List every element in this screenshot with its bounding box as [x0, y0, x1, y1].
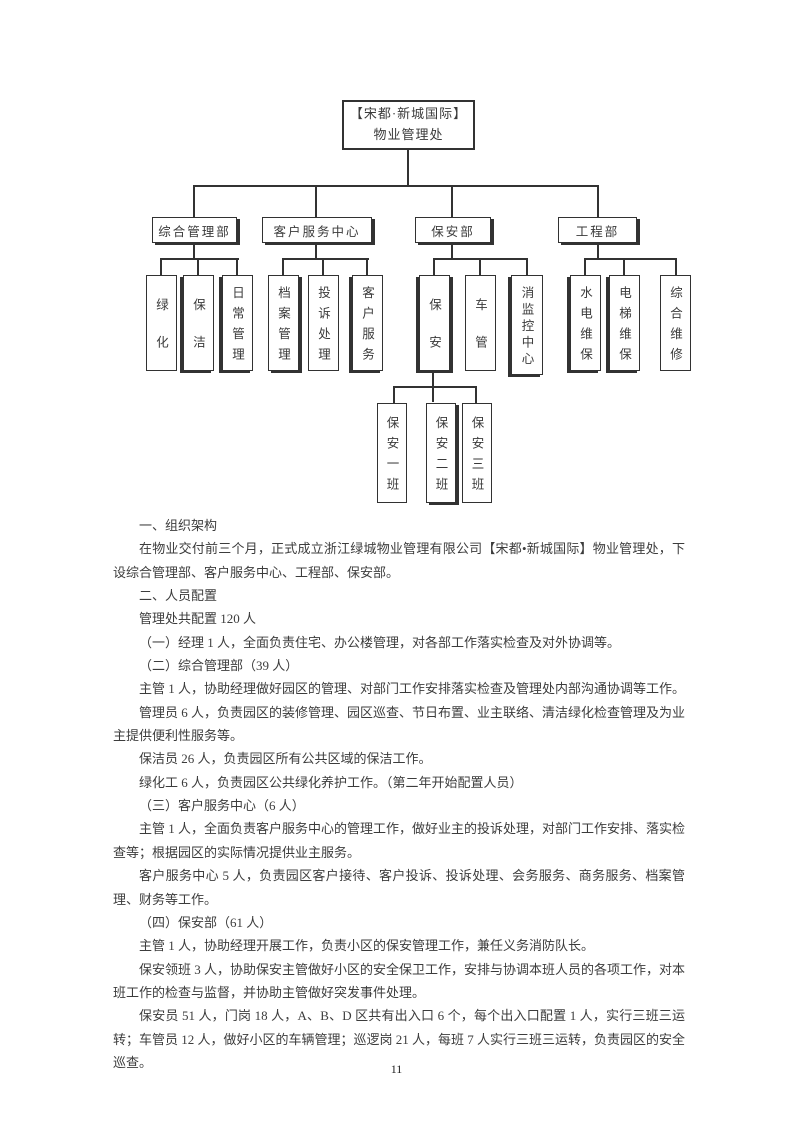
connector-line — [475, 386, 477, 403]
connector-line — [433, 258, 435, 275]
unit-label: 档案管理 — [276, 286, 290, 368]
unit-box-security-squad-3: 保安三班 — [462, 403, 492, 503]
connector-line — [322, 258, 324, 275]
org-root-line2: 物业管理处 — [373, 127, 444, 142]
heading-organization-structure: 一、组织架构 — [139, 518, 218, 533]
connector-line — [315, 243, 317, 258]
connector-line — [584, 258, 586, 275]
connector-line — [282, 258, 369, 260]
unit-box-vehicle-management: 车管 — [465, 275, 496, 373]
unit-label: 消监控中心 — [519, 285, 534, 369]
unit-label: 投诉处理 — [316, 286, 330, 368]
paragraph: 主管 1 人，协助经理做好园区的管理、对部门工作安排落实检查及管理处内部沟通协调… — [139, 681, 686, 697]
connector-line — [282, 258, 284, 275]
connector-line — [197, 258, 199, 275]
unit-label: 保安 — [427, 298, 441, 373]
paragraph: 保安领班 3 人，协助保安主管做好小区的安全保卫工作，安排与协调本班人员的各项工… — [113, 961, 686, 1000]
connector-line — [584, 258, 677, 260]
connector-line — [193, 243, 195, 258]
unit-box-fire-monitoring-center: 消监控中心 — [511, 275, 543, 375]
dept-box-engineering: 工程部 — [558, 217, 637, 243]
connector-line — [193, 185, 599, 187]
paragraph: 管理员 6 人，负责园区的装修管理、园区巡查、节日布置、业主联络、清洁绿化检查管… — [113, 704, 686, 744]
connector-line — [597, 243, 599, 258]
connector-line — [366, 258, 368, 275]
paragraph: （三）客户服务中心（6 人） — [139, 798, 305, 814]
connector-line — [160, 258, 162, 275]
unit-label: 保安一班 — [384, 416, 399, 498]
unit-label: 客户服务 — [360, 286, 374, 368]
connector-line — [623, 258, 625, 275]
unit-label: 保安三班 — [469, 416, 484, 498]
paragraph: 客户服务中心 5 人，负责园区客户接待、客户投诉、投诉处理、会务服务、商务服务、… — [113, 868, 685, 907]
unit-label: 水电维保 — [578, 286, 592, 368]
unit-box-complaint-handling: 投诉处理 — [308, 275, 339, 371]
connector-line — [479, 258, 481, 275]
unit-box-security-guard: 保安 — [419, 275, 450, 373]
unit-box-cleaning: 保洁 — [183, 275, 214, 373]
unit-label: 电梯维保 — [617, 286, 631, 368]
unit-box-water-electricity-maintenance: 水电维保 — [570, 275, 601, 371]
unit-label: 保洁 — [191, 298, 205, 373]
org-chart: 【宋都·新城国际】 物业管理处 综合管理部 客户服务中心 保安部 工程部 — [0, 0, 793, 515]
dept-label: 客户服务中心 — [273, 224, 361, 239]
paragraph: （二）综合管理部（39 人） — [139, 658, 299, 674]
unit-box-archives-management: 档案管理 — [268, 275, 299, 371]
unit-label: 车管 — [473, 298, 487, 373]
unit-box-customer-service-unit: 客户服务 — [352, 275, 383, 371]
unit-box-security-squad-2: 保安二班 — [426, 403, 456, 503]
connector-line — [451, 243, 453, 258]
connector-line — [315, 185, 317, 217]
paragraph: 管理处共配置 120 人 — [139, 611, 257, 627]
connector-line — [193, 185, 195, 217]
paragraph: （一）经理 1 人，全面负责住宅、办公楼管理，对各部工作落实检查及对外协调等。 — [139, 634, 621, 650]
dept-label: 保安部 — [431, 224, 475, 239]
paragraph: （四）保安部（61 人） — [139, 914, 273, 930]
dept-label: 综合管理部 — [158, 224, 231, 239]
connector-line — [160, 258, 239, 260]
unit-box-security-squad-1: 保安一班 — [377, 403, 407, 503]
unit-box-daily-management: 日常管理 — [222, 275, 253, 371]
heading-staffing: 二、人员配置 — [139, 588, 218, 604]
unit-label: 保安二班 — [433, 416, 448, 498]
connector-line — [236, 258, 238, 275]
paragraph: 保洁员 26 人，负责园区所有公共区域的保洁工作。 — [139, 751, 432, 767]
unit-box-elevator-maintenance: 电梯维保 — [609, 275, 640, 371]
connector-line — [597, 185, 599, 217]
paragraph: 保安员 51 人，门岗 18 人，A、B、D 区共有出入口 6 个，每个出入口配… — [113, 1008, 686, 1070]
paragraph: 绿化工 6 人，负责园区公共绿化养护工作。（第二年开始配置人员） — [139, 774, 523, 790]
unit-box-general-repair: 综合维修 — [660, 275, 691, 371]
org-root-line1: 【宋都·新城国际】 — [349, 106, 468, 122]
paragraph: 在物业交付前三个月，正式成立浙江绿城物业管理有限公司【宋都•新城国际】物业管理处… — [113, 541, 685, 580]
connector-line — [393, 386, 395, 403]
unit-label: 日常管理 — [230, 286, 244, 368]
unit-label: 绿化 — [154, 298, 168, 373]
page-number: 11 — [390, 1062, 403, 1076]
connector-line — [393, 386, 477, 388]
dept-label: 工程部 — [575, 224, 620, 239]
dept-box-general-admin: 综合管理部 — [152, 217, 237, 243]
org-root-box: 【宋都·新城国际】 物业管理处 — [342, 100, 475, 150]
document-body: 一、组织架构 在物业交付前三个月，正式成立浙江绿城物业管理有限公司【宋都•新城国… — [113, 514, 685, 1074]
paragraph: 主管 1 人，协助经理开展工作，负责小区的保安管理工作，兼任义务消防队长。 — [139, 938, 595, 954]
connector-line — [407, 150, 409, 185]
dept-box-security: 保安部 — [415, 217, 491, 243]
paragraph: 主管 1 人，全面负责客户服务中心的管理工作，做好业主的投诉处理，对部门工作安排… — [113, 821, 686, 860]
connector-line — [526, 258, 528, 275]
unit-label: 综合维修 — [668, 286, 682, 368]
unit-box-greening: 绿化 — [146, 275, 177, 373]
connector-line — [675, 258, 677, 275]
connector-line — [451, 185, 453, 217]
dept-box-customer-service: 客户服务中心 — [262, 217, 372, 243]
